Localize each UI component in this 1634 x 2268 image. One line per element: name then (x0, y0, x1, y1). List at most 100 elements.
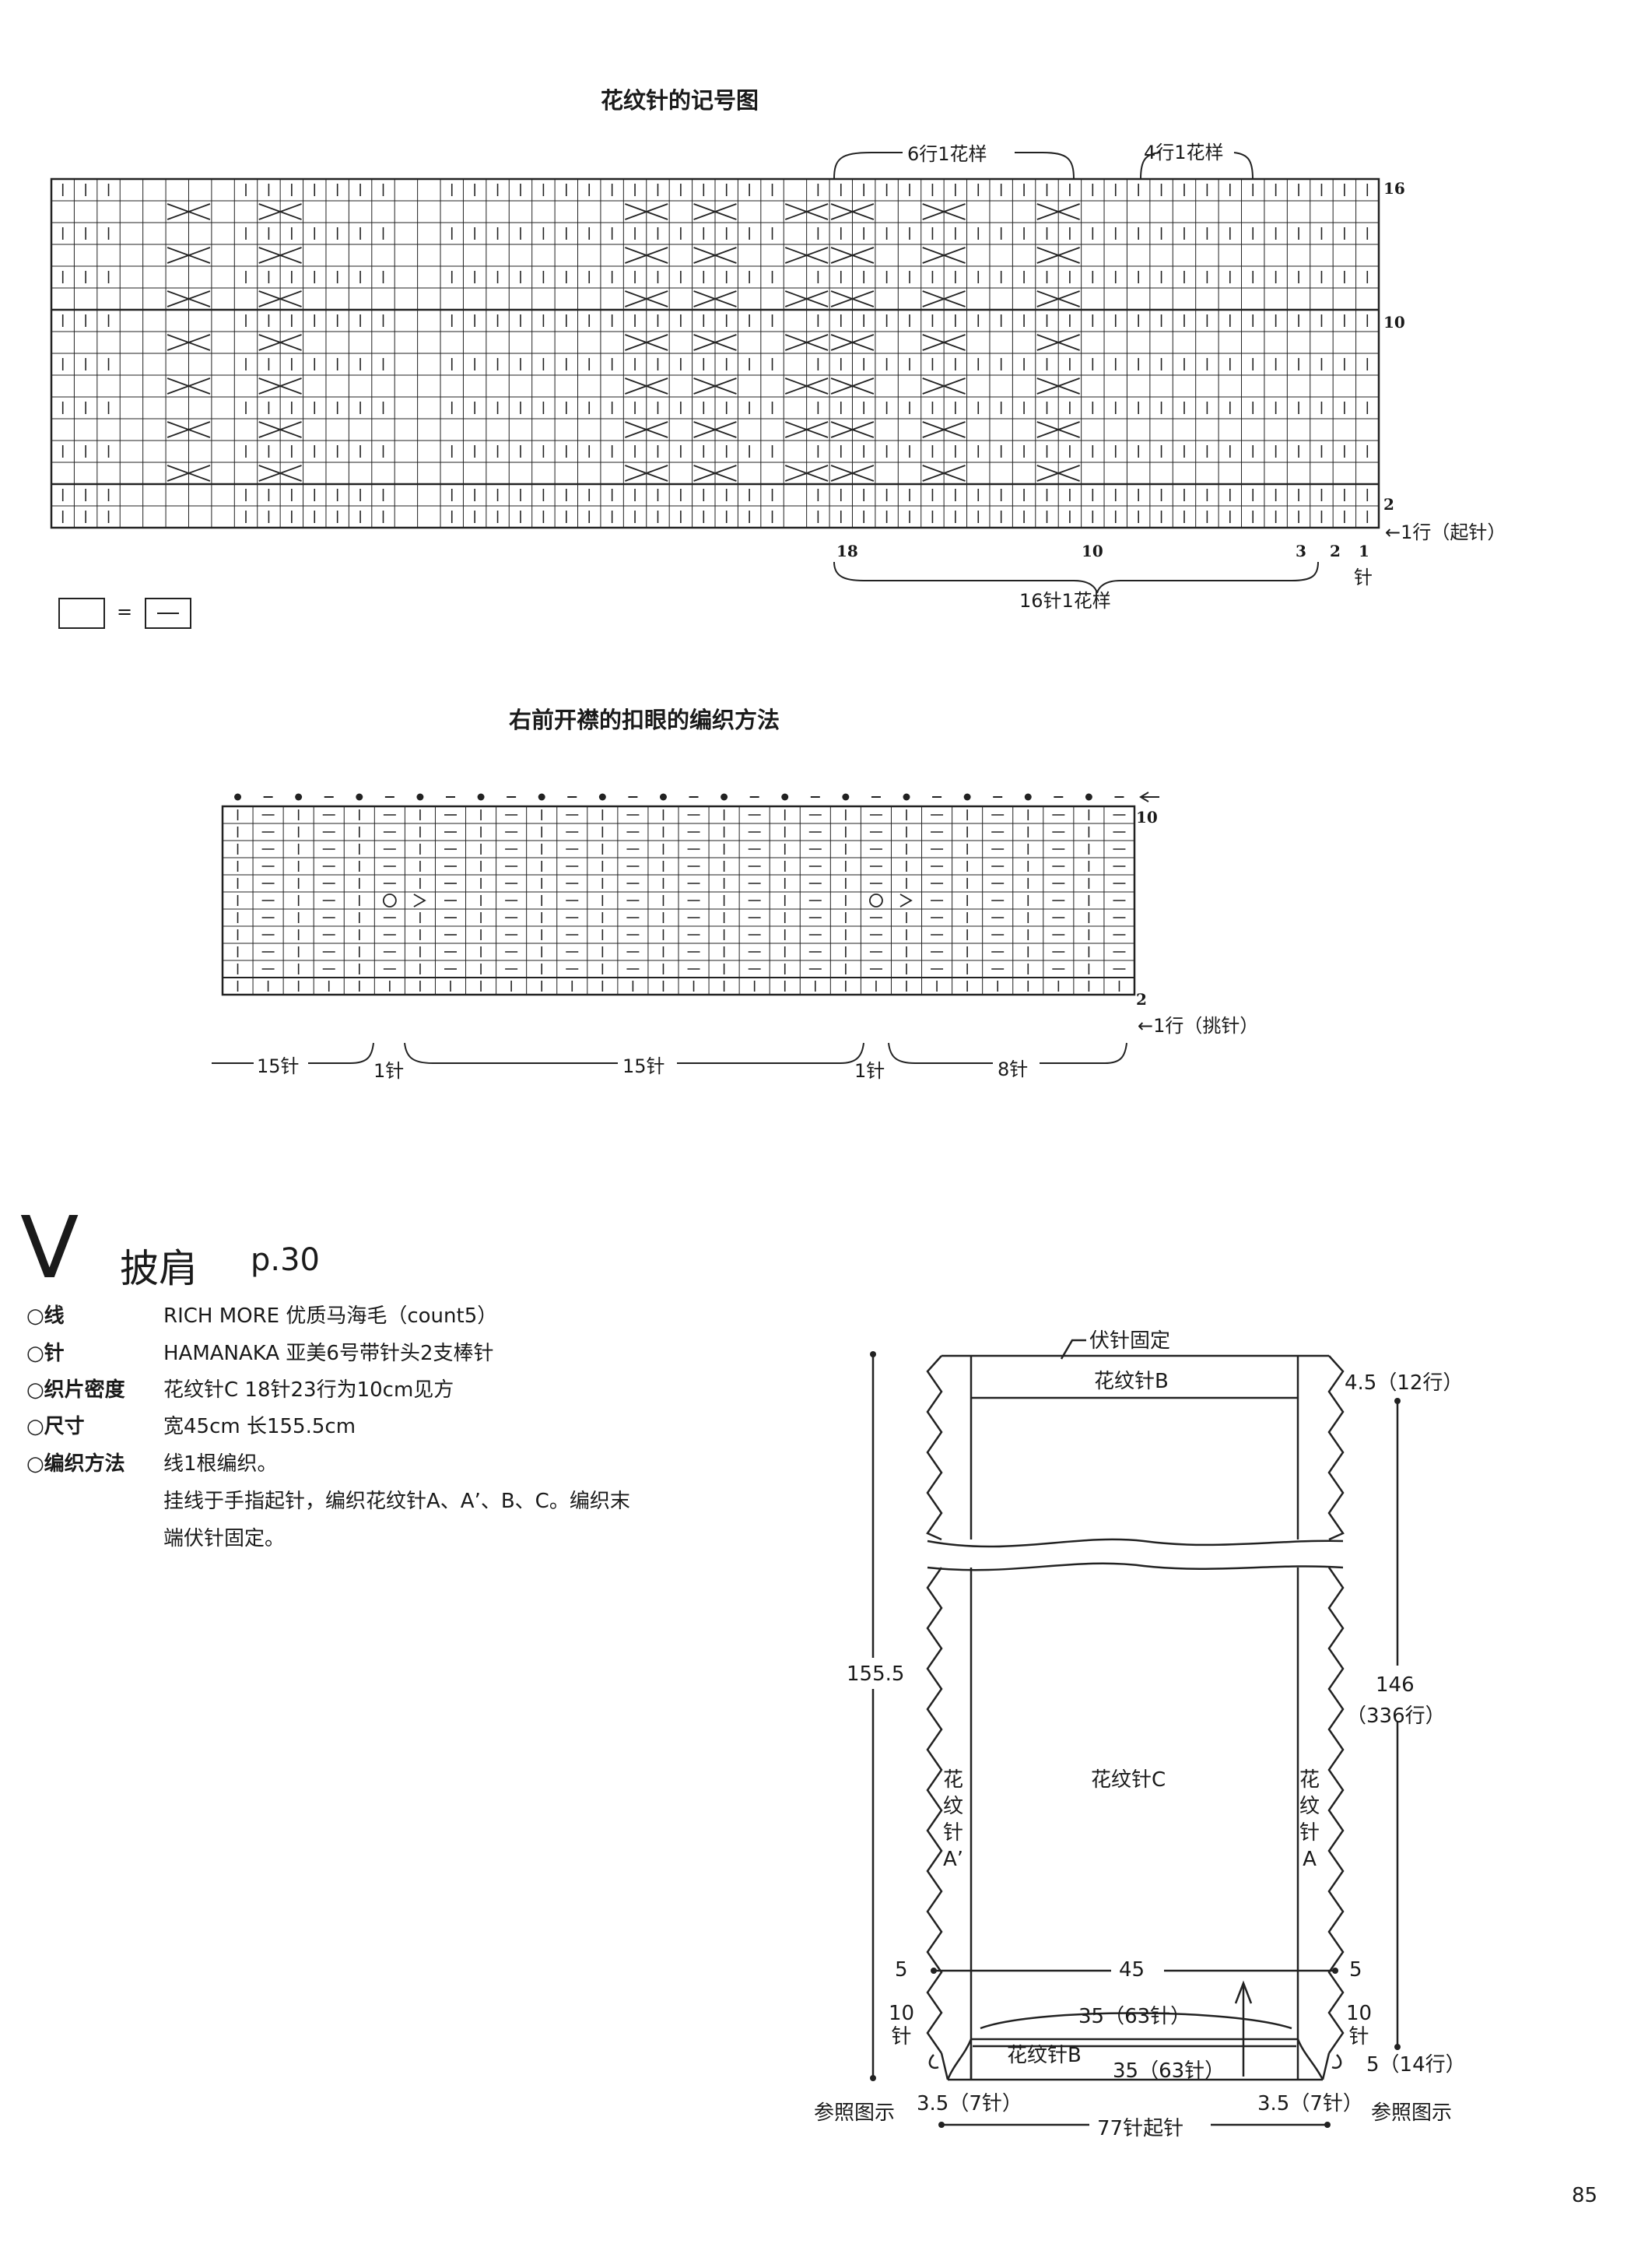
chart2-seg-15a: 15针 (257, 1055, 300, 1077)
bracket-6-right (1015, 152, 1075, 180)
cable-cross (922, 290, 966, 307)
cable-cross (830, 334, 875, 351)
cable-cross (784, 377, 829, 395)
cable-cross (830, 377, 875, 395)
page-number: 85 (1572, 2184, 1598, 2207)
cable-cross (625, 465, 668, 482)
chart1-col-unit: 针 (1354, 567, 1373, 588)
bind-off-dot (842, 793, 850, 801)
cable-cross (922, 377, 966, 395)
cable-cross (1036, 334, 1080, 351)
cable-cross (258, 203, 302, 220)
spec-gauge: ○织片密度花纹针C 18针23行为10cm见方 (26, 1378, 454, 1402)
bind-off-dot (903, 793, 910, 801)
left-edge-upper (926, 1355, 943, 1541)
legend-empty-square (58, 598, 105, 629)
chart2-seg-1a: 1针 (373, 1060, 405, 1082)
cable-cross (625, 421, 668, 438)
cable-cross (693, 334, 737, 351)
cable-cross (625, 377, 668, 395)
schematic-top-band: 花纹针B (1094, 1370, 1169, 1393)
cable-cross (693, 465, 737, 482)
spec-method-line3: 端伏针固定。 (163, 1527, 286, 1550)
schematic-top-dim: 4.5（12行） (1345, 1371, 1464, 1395)
chart1-grid (50, 152, 1380, 594)
schematic-right-ref: 参照图示 (1371, 2101, 1453, 2125)
bind-off-dot (356, 793, 363, 801)
bind-off-dot (963, 793, 971, 801)
cable-cross (693, 247, 737, 264)
bind-off-dot (1085, 793, 1092, 801)
cable-cross (258, 377, 302, 395)
chart2-title: 右前开襟的扣眼的编织方法 (509, 707, 780, 733)
cable-cross (830, 290, 875, 307)
cable-cross (1036, 377, 1080, 395)
seg-bracket (404, 1042, 618, 1064)
cable-cross (167, 290, 211, 307)
cable-cross (167, 203, 211, 220)
decrease-mark (413, 894, 426, 908)
schematic-left-ref: 参照图示 (814, 2101, 896, 2125)
schematic-body-len: 146 (1376, 1673, 1415, 1697)
cable-cross (784, 247, 829, 264)
cable-cross (922, 334, 966, 351)
cable-cross (830, 465, 875, 482)
schematic-cast-on: 77针起针 (1097, 2117, 1184, 2140)
cable-cross (922, 465, 966, 482)
cable-cross (784, 465, 829, 482)
cable-cross (167, 334, 211, 351)
cable-cross (258, 421, 302, 438)
bind-off-dot (538, 793, 545, 801)
cable-cross (922, 421, 966, 438)
cable-cross (625, 203, 668, 220)
chart2-seg-15b: 15针 (622, 1055, 665, 1077)
bind-off-dot (416, 793, 424, 801)
cable-cross (784, 421, 829, 438)
legend-equals: = (117, 601, 133, 623)
bottom-bracket (833, 561, 1319, 594)
bind-off-dot (477, 793, 485, 801)
buttonhole-cell (405, 893, 435, 908)
spec-method-line2: 挂线于手指起针，编织花纹针A、A’、B、C。编织末 (163, 1490, 630, 1513)
bind-off-dot (234, 793, 242, 801)
chart2-row-2: 2 (1136, 990, 1147, 1009)
cable-cross (784, 203, 829, 220)
bind-off-dot (659, 793, 667, 801)
cable-cross (1036, 421, 1080, 438)
cable-cross (830, 247, 875, 264)
chart2-grid (212, 792, 1159, 1064)
cable-cross (258, 334, 302, 351)
cable-cross (1036, 247, 1080, 264)
project-name: 披肩 (120, 1246, 198, 1291)
buttonhole-cell (892, 893, 921, 908)
schematic-right-5: 5 (1349, 1958, 1362, 1982)
schematic-body-rows: （336行） (1346, 1705, 1446, 1728)
chart2-row-10: 10 (1136, 808, 1158, 827)
schematic-left-35: 3.5（7针） (917, 2092, 1022, 2115)
chart1-row-10: 10 (1383, 313, 1405, 332)
cable-cross (784, 334, 829, 351)
decrease-mark (899, 894, 913, 908)
chart1-col-10: 10 (1082, 542, 1103, 560)
cable-cross (693, 421, 737, 438)
buttonhole-cell (375, 893, 405, 908)
schematic-inner-bottom: 35（63针） (1113, 2059, 1226, 2083)
bracket-4-right (1233, 152, 1254, 180)
cable-cross (167, 247, 211, 264)
cable-cross (1036, 203, 1080, 220)
left-edge-lower (926, 1567, 943, 2054)
schematic-width: 45 (1119, 1958, 1145, 1982)
schematic-inner-top: 35（63针） (1078, 2005, 1191, 2028)
cable-cross (784, 290, 829, 307)
schematic-bottom-band: 花纹针B (1007, 2044, 1082, 2067)
cable-cross (830, 421, 875, 438)
chart2-seg-1b: 1针 (854, 1060, 885, 1082)
cable-cross (625, 334, 668, 351)
cable-cross (167, 377, 211, 395)
